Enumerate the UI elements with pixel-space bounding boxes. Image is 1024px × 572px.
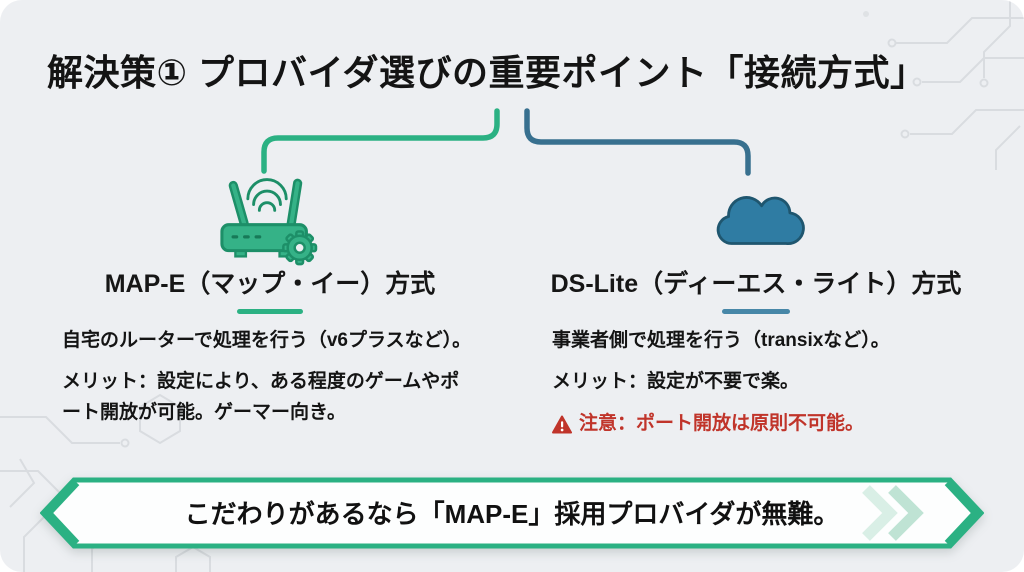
ds-lite-merit: メリット：設定が不要で楽。 — [552, 371, 800, 393]
chevron-accent-2 — [862, 485, 898, 541]
banner-left-chevron — [40, 478, 80, 548]
map-e-description: 自宅のルーターで処理を行う（v6プラスなど）。 — [62, 330, 472, 351]
branch-line-right — [524, 108, 751, 176]
heading-underline-blue — [722, 309, 790, 314]
ds-lite-warning: 注意：ポート開放は原則不可能。 — [552, 409, 984, 439]
warning-icon — [552, 415, 572, 434]
banner-right-chevron — [944, 478, 984, 548]
banner-shape — [40, 477, 984, 549]
ds-lite-description: 事業者側で処理を行う（transixなど）。 — [552, 330, 890, 351]
heading-ds-lite-label: DS-Lite（ディーエス・ライト）方式 — [550, 270, 962, 298]
chevron-accent-1 — [888, 485, 924, 541]
branch-line-left — [261, 108, 500, 174]
body-ds-lite: 事業者側で処理を行う（transixなど）。 メリット：設定が不要で楽。 注意：… — [552, 326, 984, 450]
heading-ds-lite: DS-Lite（ディーエス・ライト）方式 — [532, 264, 980, 314]
heading-map-e-label: MAP-E（マップ・イー）方式 — [104, 270, 436, 298]
body-map-e: 自宅のルーターで処理を行う（v6プラスなど）。 メリット：設定により、ある程度の… — [62, 326, 474, 439]
gear-icon — [282, 230, 318, 266]
heading-underline-green — [237, 309, 303, 314]
conclusion-text: こだわりがあるなら「MAP-E」採用プロバイダが無難。 — [184, 498, 840, 529]
conclusion-banner: こだわりがあるなら「MAP-E」採用プロバイダが無難。 — [40, 477, 984, 549]
map-e-merit: メリット：設定により、ある程度のゲームやポート開放が可能。ゲーマー向き。 — [62, 371, 460, 423]
heading-map-e: MAP-E（マップ・イー）方式 — [48, 264, 492, 314]
cloud-icon — [716, 196, 805, 245]
router-with-gear-icon — [220, 178, 318, 266]
page-title: 解決策① プロバイダ選びの重要ポイント「接続方式」 — [47, 52, 927, 93]
ds-lite-warning-text: 注意：ポート開放は原則不可能。 — [579, 412, 865, 434]
